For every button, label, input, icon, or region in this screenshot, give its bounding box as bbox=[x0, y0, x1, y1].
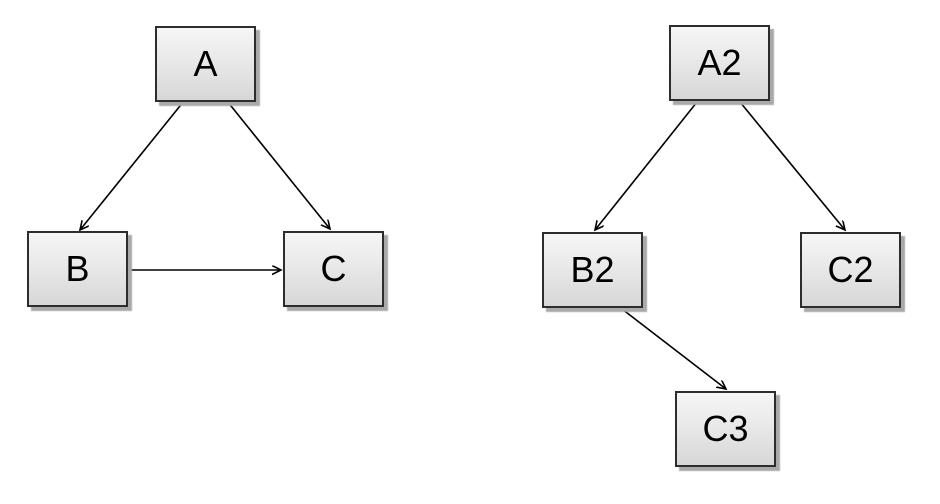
edge-B2-to-C3 bbox=[621, 308, 726, 389]
node-B2[interactable]: B2 bbox=[542, 232, 643, 308]
node-label: B2 bbox=[570, 249, 615, 290]
node-A[interactable]: A bbox=[155, 26, 256, 102]
node-label: A bbox=[193, 43, 218, 84]
edge-A-to-C bbox=[226, 100, 330, 229]
node-C2[interactable]: C2 bbox=[800, 232, 901, 308]
node-A2[interactable]: A2 bbox=[669, 25, 770, 101]
node-B[interactable]: B bbox=[27, 231, 128, 307]
node-label: C3 bbox=[702, 408, 749, 449]
edge-A-to-B bbox=[80, 100, 185, 230]
node-C[interactable]: C bbox=[283, 231, 384, 307]
node-label: C bbox=[320, 248, 347, 289]
edge-A2-to-B2 bbox=[595, 101, 698, 230]
node-label: C2 bbox=[827, 249, 874, 290]
edge-A2-to-C2 bbox=[739, 101, 845, 230]
node-C3[interactable]: C3 bbox=[675, 391, 776, 467]
node-label: B bbox=[65, 248, 90, 289]
node-label: A2 bbox=[697, 42, 742, 83]
